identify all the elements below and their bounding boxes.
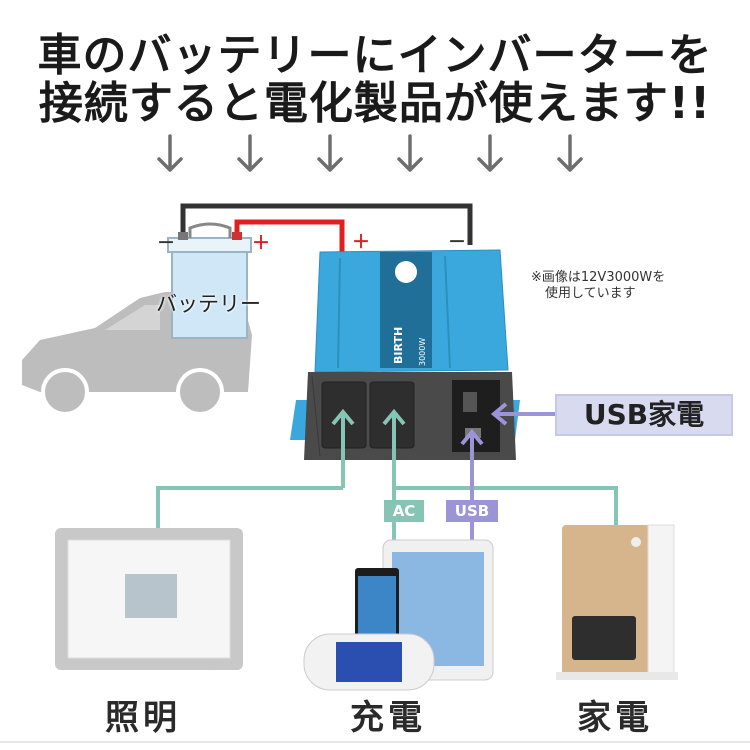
arrow-down-icon: [317, 134, 343, 172]
battery-terminal-positive: [232, 232, 242, 240]
heater-grille: [572, 616, 636, 660]
inverter-side-grille: [311, 375, 321, 457]
usb-banner-arrow: [490, 402, 508, 426]
inverter-rating-label: 3000W: [418, 337, 427, 366]
floodlight-led-array: [125, 574, 177, 618]
category-appliance: 家電: [577, 698, 653, 738]
inverter-top-ridge-1: [337, 257, 341, 369]
inverter-minus-label: －: [448, 232, 466, 253]
wire-positive: [234, 219, 345, 252]
usb-appliance-banner: USB家電: [555, 394, 733, 436]
arrow-down-icon: [157, 134, 183, 172]
arrow-down-icon: [397, 134, 423, 172]
category-lighting: 照明: [105, 698, 181, 738]
image-note-line-1: ※画像は12V3000Wを: [531, 270, 666, 285]
headline-line-2: 接続すると電化製品が使えます!!: [38, 78, 712, 129]
wire-negative: [180, 203, 473, 245]
arrow-down-icon: [557, 134, 583, 172]
battery-terminal-negative: [178, 232, 188, 240]
car-wheel-rear: [41, 368, 89, 416]
ac-arrow-2: [382, 408, 406, 426]
image-note: ※画像は12V3000Wを 使用しています: [531, 270, 665, 302]
inverter-plus-label: ＋: [352, 232, 370, 253]
ac-arrow-1: [331, 408, 355, 426]
inverter-top-ridge-2: [444, 255, 451, 369]
power-switch: [463, 392, 477, 412]
heater-side: [647, 524, 675, 676]
down-arrows: [155, 132, 595, 176]
arrow-down-icon: [477, 134, 503, 172]
battery-minus-label: －: [157, 233, 175, 254]
battery-plus-label: ＋: [252, 233, 270, 254]
smartphone-screen: [358, 576, 396, 638]
ac-line-left: [156, 486, 343, 530]
battery-body: [171, 245, 248, 339]
arrow-down-icon: [237, 134, 263, 172]
inverter-brand-label: BIRTH: [392, 326, 405, 364]
battery-handle: [188, 222, 232, 238]
game-console-screen: [336, 642, 402, 682]
brand-logo-icon: [395, 261, 417, 283]
heater-dial: [631, 537, 641, 547]
car-window: [105, 305, 160, 330]
usb-tag: USB: [446, 500, 498, 522]
category-charging: 充電: [350, 698, 426, 738]
ac-tag: AC: [384, 500, 424, 522]
battery-top: [167, 237, 252, 253]
headline-line-1: 車のバッテリーにインバーターを: [37, 30, 713, 81]
battery-label: バッテリー: [156, 292, 261, 316]
control-panel: [452, 380, 500, 452]
car-wheel-front: [176, 368, 224, 416]
usb-arrow: [460, 428, 484, 446]
heater-base: [556, 672, 678, 680]
image-note-line-2: 使用しています: [545, 286, 636, 301]
ac-line-right: [394, 486, 618, 530]
